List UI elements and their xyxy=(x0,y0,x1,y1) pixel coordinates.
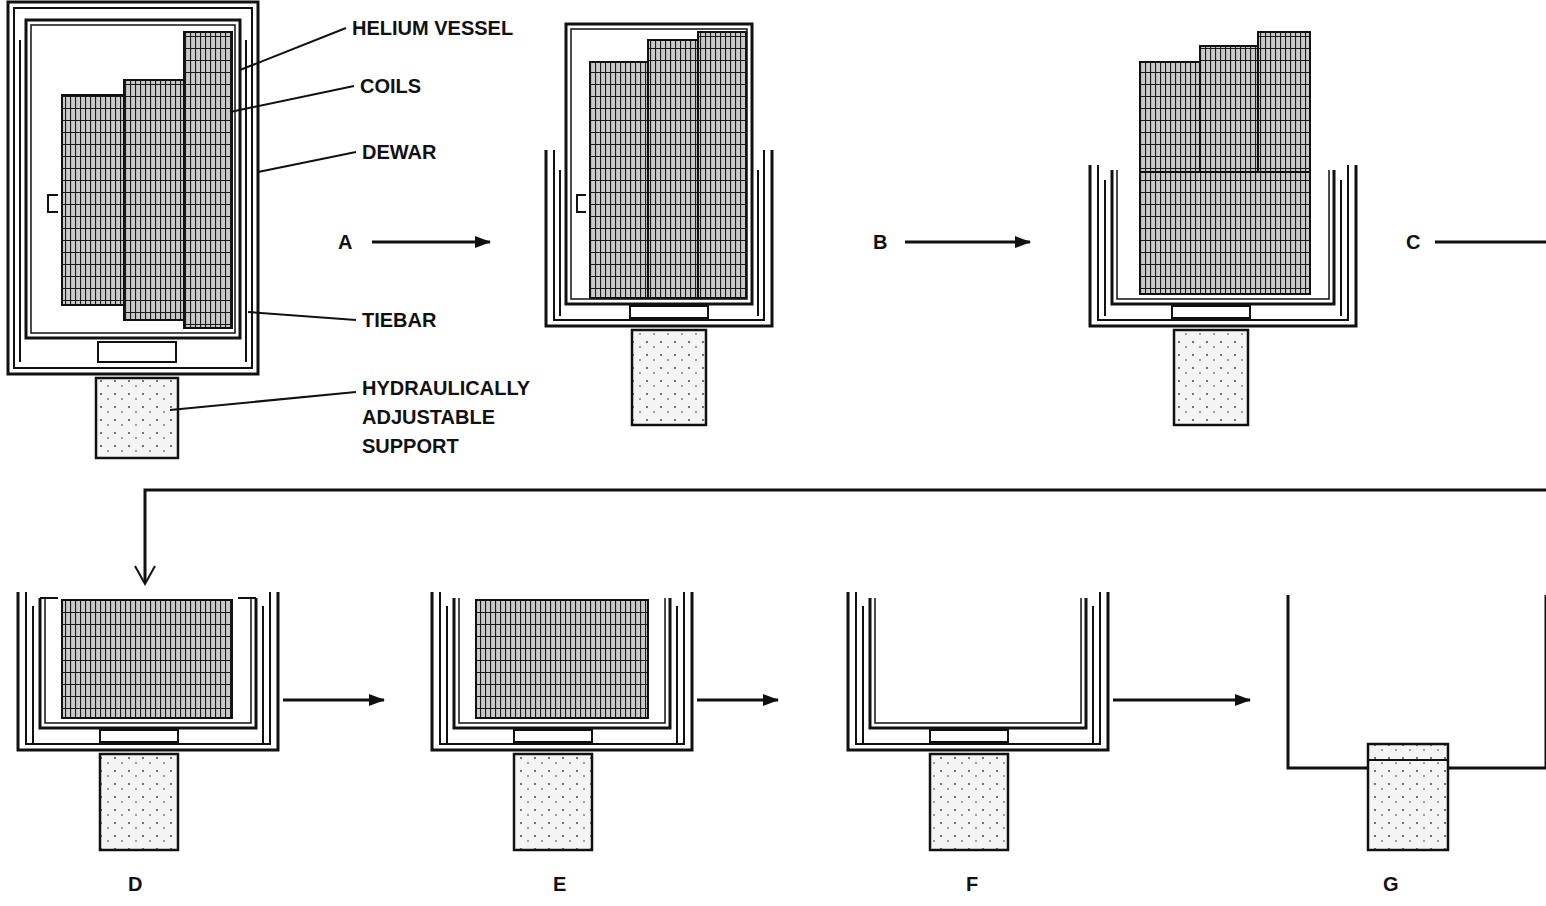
part-label: TIEBAR xyxy=(362,308,436,332)
stage-g-part xyxy=(1288,595,1546,768)
stage-coils-lifted-part xyxy=(1140,62,1200,172)
leader-lines-part xyxy=(248,312,356,320)
stage-dewar-lid-off-part xyxy=(590,62,648,298)
stage-f-part xyxy=(875,598,1081,723)
stage-e xyxy=(432,592,692,850)
step-letter: D xyxy=(128,872,142,896)
stage-dewar-lid-off-part xyxy=(577,195,586,212)
stage-dewar-lid-off-part xyxy=(566,24,752,304)
sequence-arrows-part xyxy=(283,699,384,702)
stage-coils-lifted-part xyxy=(1098,165,1348,320)
stage-dewar-lid-off-part xyxy=(632,330,706,425)
stage-assembled-part xyxy=(8,2,258,374)
stage-d-part xyxy=(26,592,270,744)
stage-coils-lifted-part xyxy=(1140,172,1310,294)
stage-d-part xyxy=(62,600,232,718)
step-letter: C xyxy=(1406,230,1420,254)
leader-lines-part xyxy=(230,86,354,112)
leader-lines-part xyxy=(240,28,346,70)
stage-d-part xyxy=(40,598,256,728)
stage-assembled-part xyxy=(14,8,252,368)
stage-coils-lifted-part xyxy=(1117,170,1329,299)
sequence-arrows xyxy=(135,242,1546,700)
stage-g-part xyxy=(1368,759,1448,761)
sequence-arrows-part xyxy=(905,241,1030,244)
stage-assembled-part xyxy=(48,195,58,212)
sequence-arrows-part xyxy=(372,241,490,244)
stage-dewar-lid-off-part xyxy=(648,40,698,298)
stage-f-part xyxy=(848,592,1108,750)
stage-d-part xyxy=(40,597,256,599)
stage-f-part xyxy=(856,592,1100,744)
stage-f-part xyxy=(870,598,1086,728)
stage-e-part xyxy=(454,598,670,728)
stage-assembled-part xyxy=(184,32,232,328)
stage-f-part xyxy=(930,754,1008,850)
stage-dewar-lid-off xyxy=(546,24,772,425)
stage-dewar-lid-off-part xyxy=(630,306,708,318)
stage-assembled xyxy=(8,2,258,458)
sequence-arrows-part xyxy=(697,699,778,702)
stage-assembled-part xyxy=(124,80,184,320)
leader-lines-part xyxy=(170,392,356,410)
stage-e-part xyxy=(476,600,648,718)
stage-f xyxy=(848,592,1108,850)
part-label: HELIUM VESSEL xyxy=(352,16,513,40)
stage-assembled-part xyxy=(26,20,240,338)
sequence-arrows-part xyxy=(1435,241,1546,244)
stage-d-part xyxy=(45,598,251,723)
sequence-arrows-part xyxy=(135,566,155,584)
stage-d-part xyxy=(18,592,278,750)
step-letter: B xyxy=(873,230,887,254)
part-label: HYDRAULICALLY ADJUSTABLE SUPPORT xyxy=(362,374,562,461)
step-letter: E xyxy=(553,872,566,896)
stage-coils-lifted-part xyxy=(1258,32,1310,172)
stage-d-part xyxy=(100,730,178,742)
stage-g-part xyxy=(1368,744,1448,850)
leader-lines-part xyxy=(258,152,356,172)
stage-coils-lifted-part xyxy=(1112,170,1334,304)
stage-e-part xyxy=(514,754,592,850)
stage-coils-lifted-part xyxy=(1090,165,1356,326)
stage-dewar-lid-off-part xyxy=(698,32,746,298)
sequence-arrows-part xyxy=(1113,699,1250,702)
part-label: DEWAR xyxy=(362,140,436,164)
sequence-arrows-part xyxy=(145,490,1546,582)
stage-e-part xyxy=(459,598,665,723)
step-letter: F xyxy=(966,872,978,896)
part-label: COILS xyxy=(360,74,421,98)
stage-d xyxy=(18,592,278,850)
stage-assembled-part xyxy=(31,25,235,333)
step-letter: A xyxy=(338,230,352,254)
stage-e-part xyxy=(440,592,684,744)
leader-lines xyxy=(170,28,356,410)
step-letter: G xyxy=(1383,872,1399,896)
stage-coils-lifted xyxy=(1090,32,1356,425)
stage-f-part xyxy=(930,730,1008,742)
stage-dewar-lid-off-part xyxy=(571,29,747,299)
stage-assembled-part xyxy=(98,342,176,362)
stage-e-part xyxy=(432,592,692,750)
stage-coils-lifted-part xyxy=(1174,330,1248,425)
stage-assembled-part xyxy=(96,378,178,458)
stage-assembled-part xyxy=(62,95,124,305)
stage-e-part xyxy=(514,730,592,742)
stage-d-part xyxy=(100,754,178,850)
stage-g xyxy=(1288,595,1546,850)
stage-coils-lifted-part xyxy=(1172,306,1250,318)
stage-coils-lifted-part xyxy=(1200,46,1258,172)
